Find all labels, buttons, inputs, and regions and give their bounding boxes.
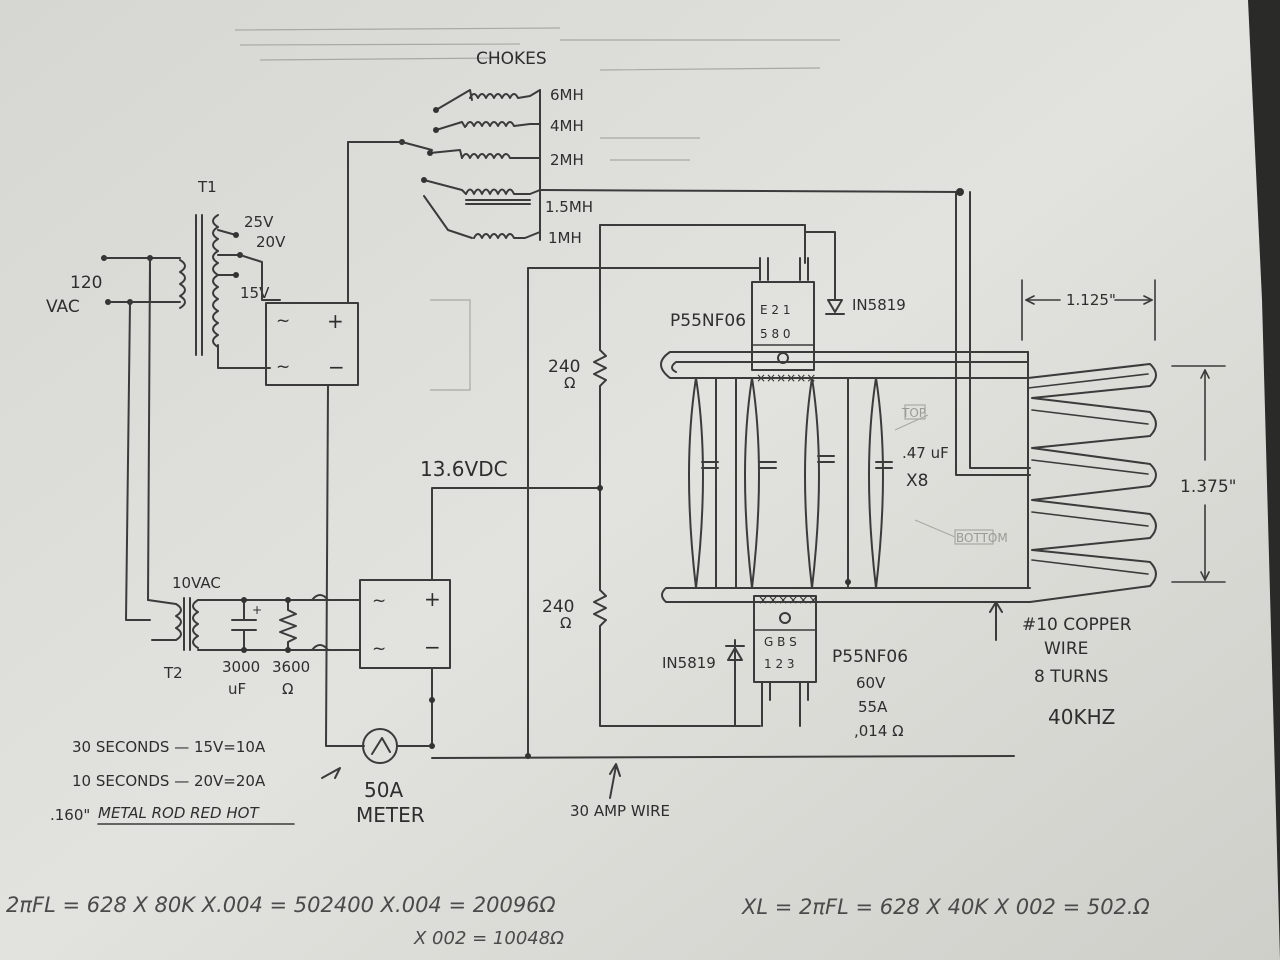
t2-secondary-label: 10VAC	[172, 574, 221, 592]
bridge1-plus: +	[327, 309, 344, 333]
reactance-equations: 2πFL = 628 X 80K X.004 = 502400 X.004 = …	[6, 893, 1150, 949]
bridge-rectifier-bottom: ~ ~ + −	[359, 487, 599, 747]
choke-value-3: 2MH	[550, 151, 584, 169]
coil-wire-label: #10 COPPER	[1022, 615, 1132, 635]
note-line-2: 10 SECONDS — 20V=20A	[72, 772, 266, 790]
filter-cap-value: 3000	[222, 658, 260, 676]
capacitor-value: .47 uF	[902, 444, 949, 462]
equation-left-2: X 002 = 10048Ω	[413, 928, 564, 949]
filter-res-value: 3600	[272, 658, 310, 676]
bridge2-plus: +	[424, 587, 441, 611]
capacitor-bottom-tag: BOTTOM	[956, 531, 1008, 545]
input-voltage: 120	[70, 273, 102, 293]
meter-value: 50A	[364, 778, 403, 802]
erased-marks	[234, 27, 994, 545]
bridge-rectifier-top: ~ ~ + −	[265, 141, 359, 386]
main-bus	[431, 224, 1015, 759]
t2-label: T2	[163, 664, 183, 682]
bridge1-ac-2: ~	[276, 357, 290, 377]
test-notes: 30 SECONDS — 15V=10A 10 SECONDS — 20V=20…	[50, 738, 295, 825]
input-unit: VAC	[46, 297, 80, 317]
choke-value-1: 6MH	[550, 86, 584, 104]
note-line-3: METAL ROD RED HOT	[98, 804, 260, 822]
choke-value-4: 1.5MH	[545, 198, 593, 216]
svg-text:××××××: ××××××	[758, 593, 818, 607]
diode-bottom: IN5819	[662, 639, 745, 727]
filter-cap-unit: uF	[228, 680, 246, 698]
choke-value-5: 1MH	[548, 229, 582, 247]
note-line-3-prefix: .160"	[50, 806, 90, 824]
ammeter: 50A METER	[321, 728, 435, 827]
transformer-t1: T1 25V 20V 15V	[179, 178, 286, 369]
tank-circuit: .47 uF X8 TOP BOTTOM	[660, 351, 1031, 603]
resistor-bottom-unit: Ω	[560, 614, 571, 632]
chokes-group: CHOKES 6MH 4MH 2MH 1.5MH 1MH	[347, 49, 961, 247]
coil-height-label: 1.375"	[1180, 477, 1237, 497]
bridge1-minus: −	[328, 355, 345, 379]
bridge2-minus: −	[424, 635, 441, 659]
filter-res-unit: Ω	[282, 680, 293, 698]
note-line-1: 30 SECONDS — 15V=10A	[72, 738, 266, 756]
diode-top-label: IN5819	[852, 296, 906, 314]
wire-annotation: 30 AMP WIRE	[570, 763, 670, 820]
bridge2-ac-2: ~	[372, 639, 386, 659]
resistor-top-value: 240	[548, 357, 580, 377]
ac-input: 120 VAC	[46, 255, 181, 621]
supply-voltage-label: 13.6VDC	[420, 457, 508, 481]
resistor-top-unit: Ω	[564, 374, 575, 392]
work-coil: 1.125" 1.375" #10 COPPER WIRE 8 TURNS 40…	[955, 188, 1237, 729]
t1-tap-25v: 25V	[244, 213, 274, 231]
bridge2-ac-1: ~	[372, 591, 386, 611]
svg-text:+: +	[252, 603, 262, 617]
mosfet-bottom-pins-2: 1 2 3	[764, 657, 795, 671]
supply-return-wire	[325, 384, 365, 747]
diode-bottom-label: IN5819	[662, 654, 716, 672]
mosfet-bottom-resistance: ,014 Ω	[854, 722, 904, 740]
bridge1-ac-1: ~	[276, 311, 290, 331]
t1-tap-20v: 20V	[256, 233, 286, 251]
mosfet-bottom-voltage: 60V	[856, 674, 886, 692]
mosfet-bottom-current: 55A	[858, 698, 888, 716]
capacitor-bank	[688, 377, 893, 589]
capacitor-count: X8	[906, 471, 928, 491]
mosfet-bottom-part: P55NF06	[832, 647, 908, 667]
mosfet-bottom: ×××××× G B S 1 2 3 P55NF06 60V 55A ,014 …	[753, 593, 908, 740]
mosfet-top-part: P55NF06	[670, 311, 746, 331]
mosfet-bottom-pins-1: G B S	[764, 635, 797, 649]
coil-frequency-label: 40KHZ	[1048, 705, 1115, 729]
chokes-title: CHOKES	[476, 49, 547, 69]
diode-top: IN5819	[825, 296, 906, 315]
resistor-bottom-value: 240	[542, 597, 574, 617]
capacitor-top-tag: TOP	[901, 406, 926, 420]
coil-wire-label-2: WIRE	[1044, 639, 1088, 659]
t1-label: T1	[197, 178, 217, 196]
mosfet-top-pins-1: E 2 1	[760, 303, 790, 317]
equation-left: 2πFL = 628 X 80K X.004 = 502400 X.004 = …	[6, 893, 556, 917]
equation-right: XL = 2πFL = 628 X 40K X 002 = 502.Ω	[741, 895, 1150, 919]
coil-turns-label: 8 TURNS	[1034, 667, 1108, 687]
choke-value-2: 4MH	[550, 117, 584, 135]
coil-width-label: 1.125"	[1066, 291, 1116, 309]
gate-resistors: 240 Ω 240 Ω	[542, 224, 761, 727]
meter-label: METER	[356, 803, 425, 827]
wire-label: 30 AMP WIRE	[570, 802, 670, 820]
mosfet-top-pins-2: 5 8 0	[760, 327, 791, 341]
